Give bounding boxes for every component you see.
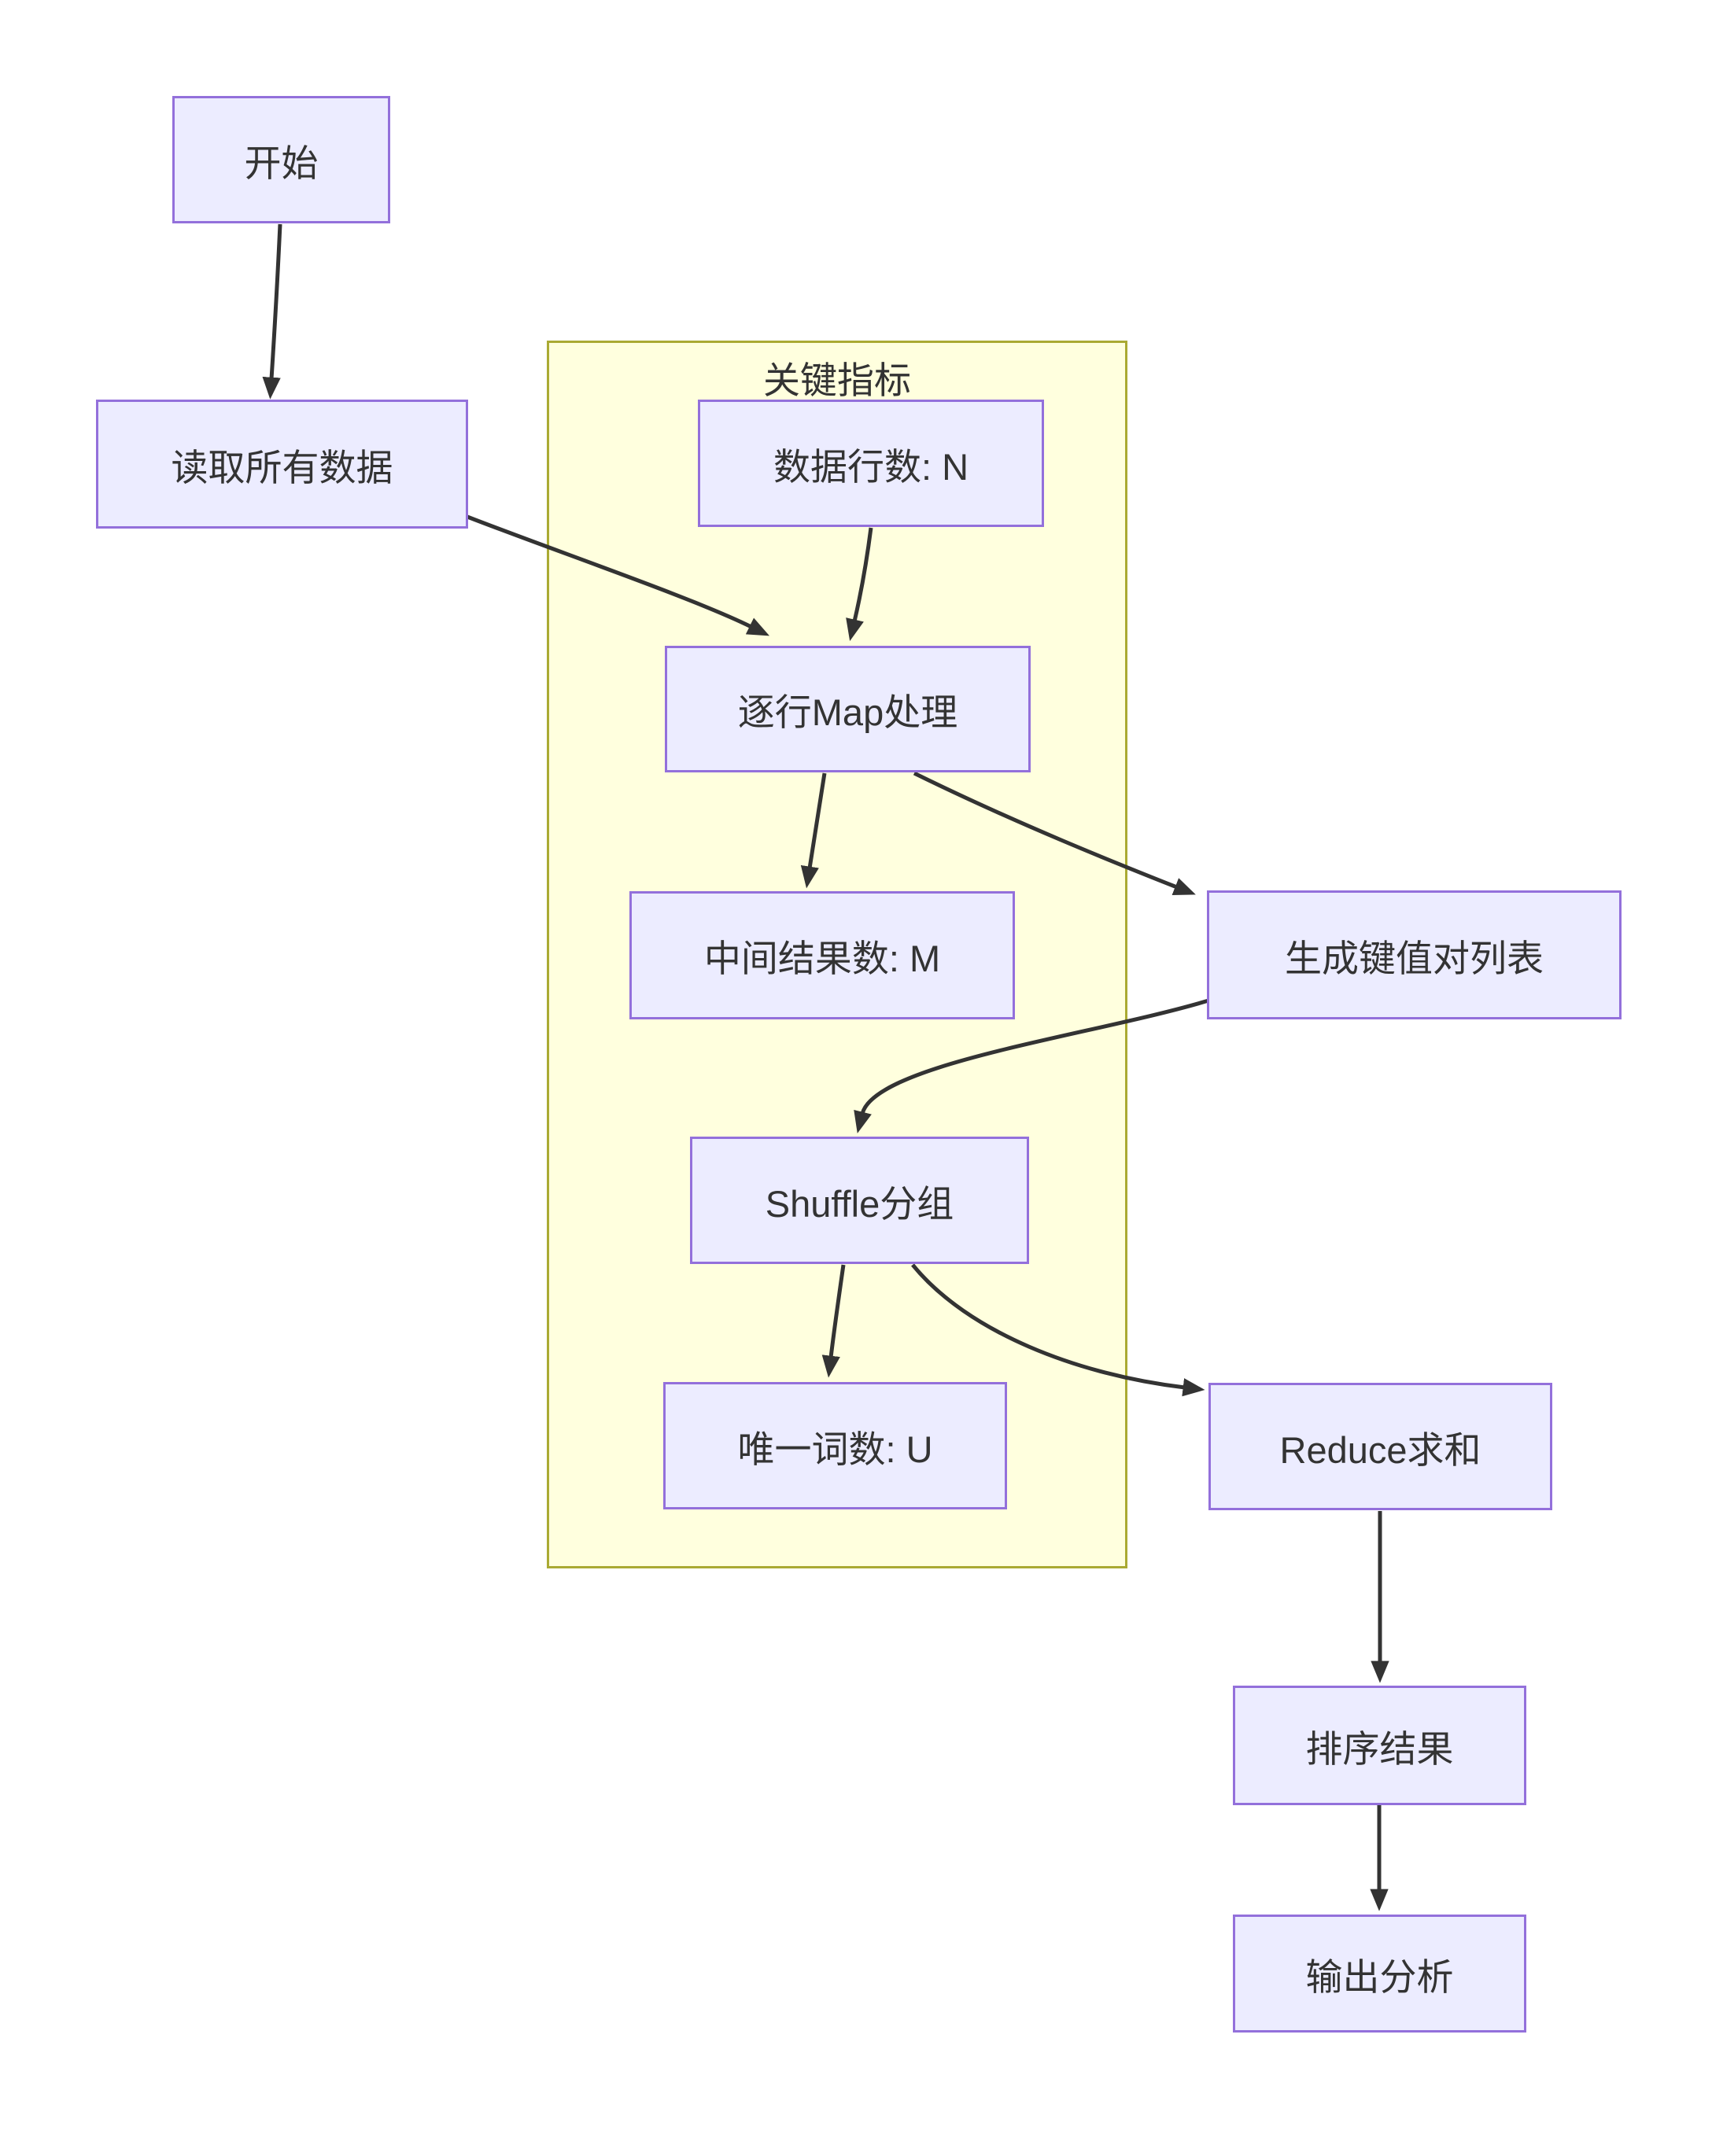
node-output-analysis: 输出分析 [1233, 1915, 1526, 2033]
node-shuffle-group: Shuffle分组 [690, 1137, 1029, 1264]
node-sort-results: 排序结果 [1233, 1686, 1526, 1805]
node-map-per-row: 逐行Map处理 [665, 646, 1031, 772]
cluster-title: 关键指标 [763, 359, 911, 401]
node-generate-kv-list: 生成键值对列表 [1207, 890, 1622, 1019]
node-unique-word-count: 唯一词数: U [663, 1382, 1007, 1509]
node-intermediate-count: 中间结果数: M [629, 891, 1015, 1019]
node-start: 开始 [172, 96, 390, 223]
node-row-count: 数据行数: N [698, 400, 1044, 527]
edge-start-to-read [262, 223, 282, 400]
node-reduce-sum: Reduce求和 [1208, 1383, 1552, 1510]
node-read-all-data: 读取所有数据 [96, 400, 468, 529]
